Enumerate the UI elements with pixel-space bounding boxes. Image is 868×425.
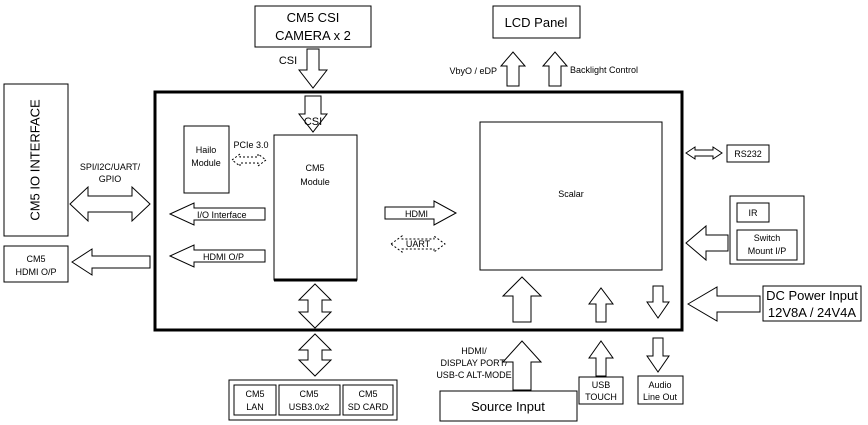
audio-out-line2: Line Out [643,392,678,402]
rs232-bidirectional-arrow [685,146,723,160]
cm5-usb-block: CM5 USB3.0x2 [278,384,341,416]
csi-down-arrow [297,48,329,89]
audio-internal-down-arrow [646,285,670,319]
lcd-panel-block: LCD Panel [492,5,581,39]
source-signals-line3: USB-C ALT-MODE [436,370,511,380]
hdmi-out-line2: HDMI O/P [15,267,56,277]
spi-label-line1: SPI/I2C/UART/ [80,162,141,172]
csi-inner-arrow [297,95,329,133]
uart-arrow-label: UART [406,239,431,249]
io-bidirectional-arrow [69,185,151,223]
source-input-label: Source Input [471,399,545,414]
backlight-label: Backlight Control [570,65,638,75]
cm5-internal-vertical-arrow [297,283,333,329]
hdmi-op-arrow-label: HDMI O/P [203,252,244,262]
usb-touch-block: USB TOUCH [578,376,624,405]
csi-camera-block: CM5 CSI CAMERA x 2 [254,5,372,48]
rs232-block: RS232 [726,144,770,163]
pcie-label: PCIe 3.0 [233,140,268,150]
cm5-module-block: CM5 Module [273,134,358,282]
dc-power-block: DC Power Input 12V8A / 24V4A [762,285,862,322]
source-signals-line2: DISPLAY PORT/ [440,358,508,368]
cm5-lan-line2: LAN [246,402,264,412]
hdmi-out-block: CM5 HDMI O/P [3,245,69,283]
usb-touch-line2: TOUCH [585,392,617,402]
source-signals-line1: HDMI/ [461,346,487,356]
cm5-module-line2: Module [300,177,330,187]
io-interface-arrow [168,202,266,226]
switch-mount-line2: Mount I/P [748,246,787,256]
lcd-panel-label: LCD Panel [505,15,568,30]
csi-inner-label: CSI [304,116,322,128]
usb-external-up-arrow [588,340,614,377]
vbyo-up-arrow [499,51,527,87]
io-interface-block: CM5 IO INTERFACE [3,83,69,237]
dc-power-line1: DC Power Input [766,288,858,303]
source-external-up-arrow [501,340,543,391]
hdmi-out-left-arrow [71,248,151,276]
cm5-sd-line1: CM5 [358,389,377,399]
cm5-module-line1: CM5 [305,163,324,173]
pcie-bidirectional-arrow [231,153,267,167]
csi-camera-line2: CAMERA x 2 [275,28,351,43]
audio-out-line1: Audio [648,380,671,390]
vbyo-label: VbyO / eDP [449,66,497,76]
hdmi-out-line1: CM5 [26,254,45,264]
cm5-usb-line1: CM5 [299,389,318,399]
cm5-sd-line2: SD CARD [348,402,389,412]
usb-internal-up-arrow [588,287,614,323]
source-input-block: Source Input [439,390,578,422]
ir-block: IR [736,202,770,223]
switch-mount-block: Switch Mount I/P [736,229,798,261]
audio-external-down-arrow [646,337,670,373]
hailo-line1: Hailo [196,145,217,155]
cm5-lan-line1: CM5 [245,389,264,399]
source-internal-up-arrow [501,276,543,323]
hailo-line2: Module [191,158,221,168]
hdmi-op-arrow [168,244,266,268]
spi-label-line2: GPIO [99,174,122,184]
uart-bidirectional-arrow [390,235,446,253]
backlight-up-arrow [541,51,569,87]
hailo-module-block: Hailo Module [183,125,230,194]
rs232-label: RS232 [734,149,762,159]
scalar-block: Scalar [479,121,663,271]
csi-camera-line1: CM5 CSI [287,10,340,25]
ir-label: IR [749,208,759,218]
cm5-sd-block: CM5 SD CARD [342,384,394,416]
cm5-external-vertical-arrow [297,333,333,377]
io-interface-arrow-label: I/O Interface [197,210,247,220]
hdmi-right-arrow [384,200,458,226]
dc-power-left-arrow [687,286,761,322]
audio-out-block: Audio Line Out [637,375,684,405]
switch-mount-line1: Switch [754,233,781,243]
main-board-frame [153,90,684,332]
ir-switch-left-arrow [685,224,729,262]
io-interface-label: CM5 IO INTERFACE [27,99,42,221]
cm5-usb-line2: USB3.0x2 [289,402,330,412]
csi-top-label: CSI [279,55,297,67]
scalar-label: Scalar [558,189,584,199]
hdmi-arrow-label: HDMI [405,209,428,219]
cm5-lan-block: CM5 LAN [233,384,277,416]
dc-power-line2: 12V8A / 24V4A [768,305,857,320]
usb-touch-line1: USB [592,380,611,390]
